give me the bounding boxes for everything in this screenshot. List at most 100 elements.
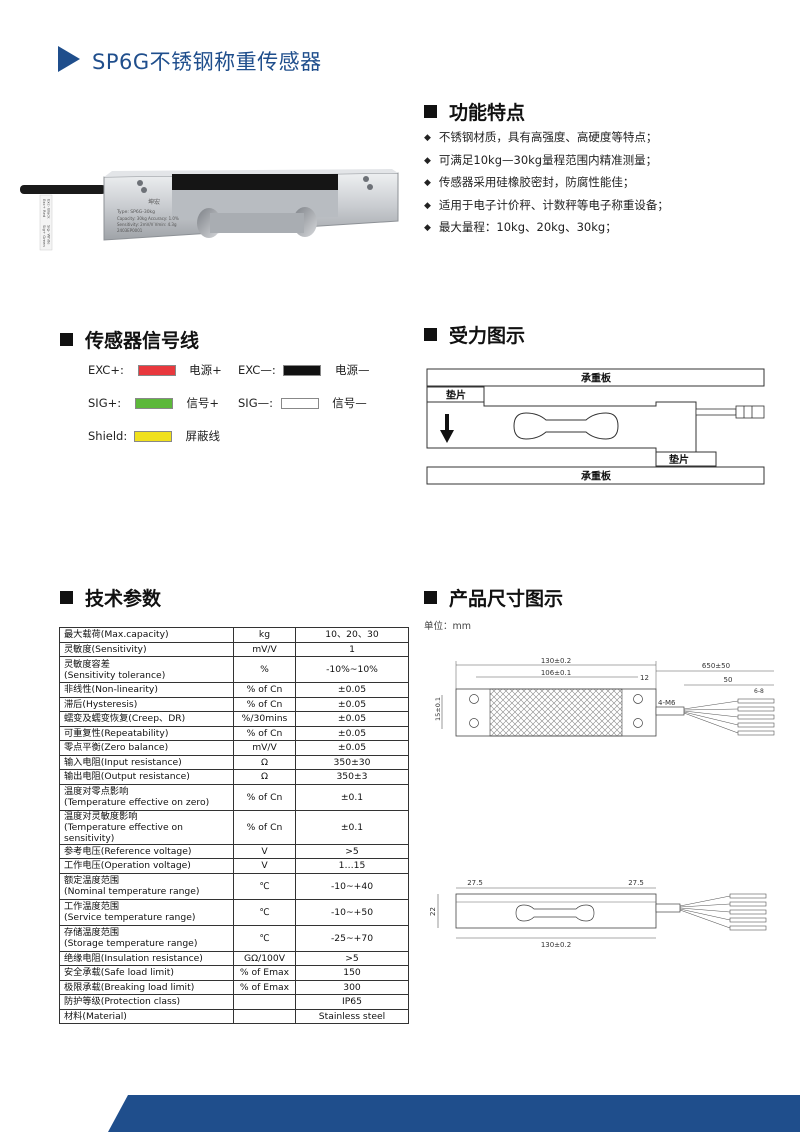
product-photo: 坤宏 Type: SP6G-30kg Capacity: 30kg Accura… [20, 169, 399, 251]
spec-param: 工作温度范围 (Service temperature range) [59, 898, 234, 926]
spec-value: ±0.1 [295, 783, 409, 811]
spec-unit: ℃ [233, 872, 296, 900]
spec-unit: ℃ [233, 924, 296, 952]
rubber-seal [172, 174, 338, 190]
side-view-drawing: 27.5 27.5 22 130±0.2 [429, 879, 767, 949]
spec-unit: % of Emax [233, 979, 296, 995]
spec-value: ±0.05 [295, 740, 409, 756]
spec-heading: 技术参数 [60, 584, 161, 611]
spec-value: 300 [295, 979, 409, 995]
spec-row: 灵敏度容差 (Sensitivity tolerance)%-10%~10% [59, 656, 409, 683]
dim-thread: 4-M6 [658, 699, 676, 707]
spec-unit [233, 1008, 296, 1024]
spec-row: 额定温度范围 (Nominal temperature range)℃-10~+… [59, 872, 409, 900]
spec-row: 工作温度范围 (Service temperature range)℃-10~+… [59, 898, 409, 926]
wire-shield: Shield: 屏蔽线 [88, 428, 220, 444]
square-bullet-icon [424, 105, 437, 118]
dim-total-length: 130±0.2 [541, 657, 571, 665]
spec-param: 蠕变及蠕变恢复(Creep、DR) [59, 711, 234, 727]
spec-row: 存储温度范围 (Storage temperature range)℃-25~+… [59, 924, 409, 952]
spec-unit [233, 994, 296, 1010]
dim-side-height: 22 [429, 907, 437, 916]
spec-param: 温度对零点影响 (Temperature effective on zero) [59, 783, 234, 811]
square-bullet-icon [60, 333, 73, 346]
wire-code: SIG+: [88, 396, 122, 410]
spec-value: 150 [295, 965, 409, 981]
dim-left: 27.5 [467, 879, 483, 887]
spec-param: 输入电阻(Input resistance) [59, 754, 234, 770]
spec-param: 可重复性(Repeatability) [59, 725, 234, 741]
wire-sig-plus: SIG+: 信号+ [88, 395, 219, 411]
spec-value: ±0.1 [295, 809, 409, 845]
spec-unit: ℃ [233, 898, 296, 926]
spec-unit: % [233, 656, 296, 683]
wire-code: SIG—: [238, 396, 273, 410]
spec-param: 绝缘电阻(Insulation resistance) [59, 950, 234, 966]
dim-strip: 50 [724, 676, 733, 684]
spec-value: 350±30 [295, 754, 409, 770]
wire-swatch-white [280, 398, 319, 409]
dim-tip: 6-8 [754, 688, 764, 695]
side-label-3: Sig- White [47, 225, 52, 245]
wire-swatch-black [283, 365, 322, 376]
feature-item: 传感器采用硅橡胶密封，防腐性能佳； [424, 171, 669, 194]
label-sensitivity: Sensitivity: 2mV/V Vmin: 4.3g [117, 222, 177, 227]
spec-value: 350±3 [295, 769, 409, 785]
spec-unit: V [233, 843, 296, 859]
spec-param: 额定温度范围 (Nominal temperature range) [59, 872, 234, 900]
wire-swatch-red [137, 365, 176, 376]
spec-param: 非线性(Non-linearity) [59, 682, 234, 698]
spec-param: 灵敏度容差 (Sensitivity tolerance) [59, 656, 234, 683]
spec-value: ±0.05 [295, 682, 409, 698]
spec-unit: mV/V [233, 740, 296, 756]
spec-param: 存储温度范围 (Storage temperature range) [59, 924, 234, 952]
label-brand: 坤宏 [148, 198, 160, 206]
spec-value: 10、20、30 [295, 627, 409, 643]
wire-exc-minus: EXC—: 电源— [238, 362, 370, 378]
dim-right: 27.5 [628, 879, 644, 887]
square-bullet-icon [424, 328, 437, 341]
wire-swatch-yellow [133, 431, 172, 442]
cable-shape [20, 185, 106, 194]
dim-cable: 650±50 [702, 662, 730, 670]
spec-unit: % of Cn [233, 696, 296, 712]
footer-bar [108, 1095, 800, 1132]
pad-right-label: 垫片 [669, 453, 689, 466]
spec-row: 零点平衡(Zero balance)mV/V±0.05 [59, 740, 409, 756]
spec-row: 参考电压(Reference voltage)V>5 [59, 843, 409, 859]
spec-value: -10~+50 [295, 898, 409, 926]
wire-label: 信号+ [186, 396, 220, 410]
spec-unit: GΩ/100V [233, 950, 296, 966]
bottom-plate-label: 承重板 [581, 470, 612, 483]
spec-param: 防护等级(Protection class) [59, 994, 234, 1010]
side-label-0: Exc+ Red [42, 199, 47, 218]
spec-row: 非线性(Non-linearity)% of Cn±0.05 [59, 682, 409, 698]
spec-value: ±0.05 [295, 711, 409, 727]
label-capacity: Capacity: 30kg Accuracy: 1.0% [117, 216, 179, 221]
spec-value: ±0.05 [295, 696, 409, 712]
page-title: SP6G不锈钢称重传感器 [92, 50, 322, 74]
spec-param: 极限承载(Breaking load limit) [59, 979, 234, 995]
units-label: 单位：mm [424, 621, 472, 632]
title-triangle-icon [58, 46, 80, 72]
spec-value: 1…15 [295, 858, 409, 874]
wire-code: EXC—: [238, 363, 276, 377]
dim-end: 12 [640, 674, 649, 682]
spec-row: 材料(Material)Stainless steel [59, 1008, 409, 1024]
spec-row: 可重复性(Repeatability)% of Cn±0.05 [59, 725, 409, 741]
spec-param: 滞后(Hysteresis) [59, 696, 234, 712]
dim-side-total: 130±0.2 [541, 941, 571, 949]
spec-unit: mV/V [233, 641, 296, 657]
square-bullet-icon [424, 591, 437, 604]
spec-value: >5 [295, 843, 409, 859]
wire-label: 信号— [332, 396, 367, 410]
wire-exc-plus: EXC+: 电源+ [88, 362, 222, 378]
wire-code: Shield: [88, 429, 128, 443]
spec-value: -10~+40 [295, 872, 409, 900]
spec-param: 最大载荷(Max.capacity) [59, 627, 234, 643]
spec-value: Stainless steel [295, 1008, 409, 1024]
pad-left-label: 垫片 [446, 389, 466, 402]
